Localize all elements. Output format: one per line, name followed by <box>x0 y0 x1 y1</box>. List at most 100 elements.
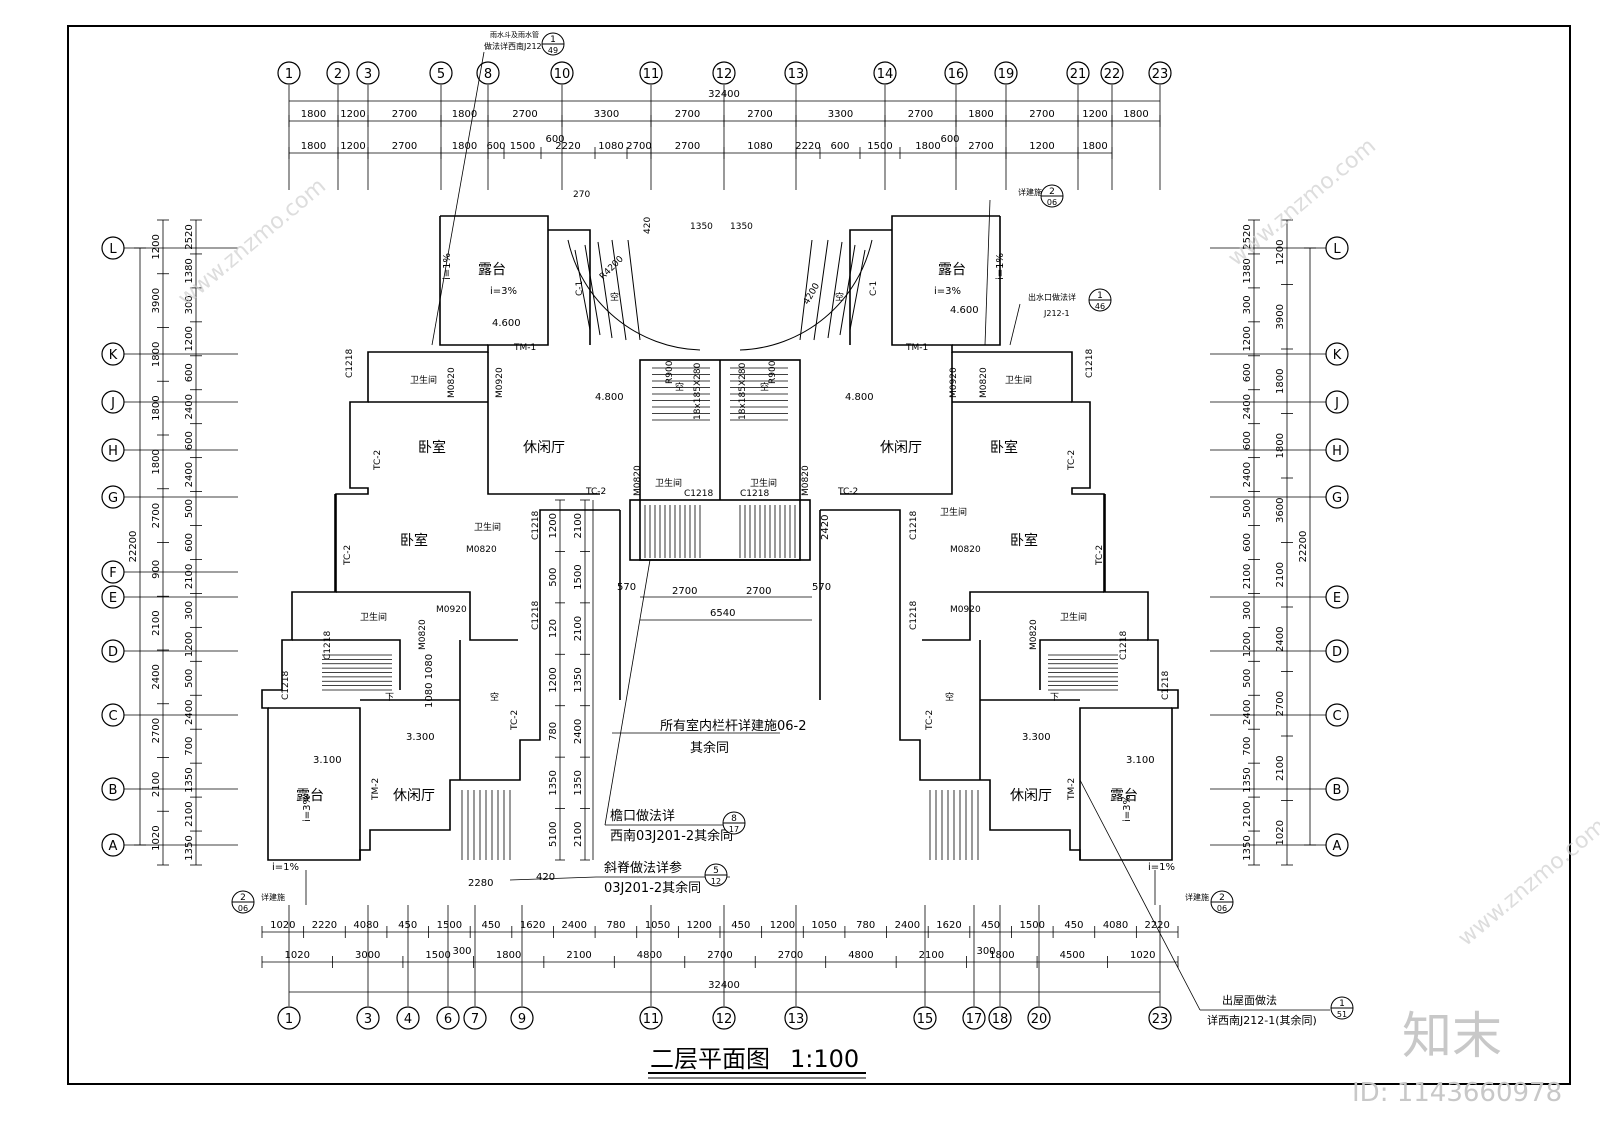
axis-top-2-label: 2 <box>334 67 342 82</box>
bedroom-label: 卧室 <box>400 532 428 549</box>
dim-top-row1: 1800 <box>452 109 477 120</box>
window-tag: TC-2 <box>343 545 353 566</box>
axis-bottom-12: 12 <box>712 1006 736 1030</box>
window-tag: C1218 <box>323 631 333 660</box>
down-label: 下 <box>1050 693 1059 703</box>
stair-step-note: 18x185X280 <box>738 362 748 420</box>
axis-left-B-label: B <box>109 783 118 798</box>
axis-bottom-23: 23 <box>1148 1006 1172 1030</box>
axis-left-D: D <box>101 639 125 663</box>
dim-top-row2: 1500 <box>510 141 535 152</box>
dim-top-row2: 2700 <box>968 141 993 152</box>
dim-left-inner: 600 <box>184 363 195 382</box>
dim-total: 32400 <box>708 980 740 991</box>
axis-top-5: 5 <box>429 61 453 85</box>
detail-note: 详建施 <box>261 892 285 902</box>
dim-bottom-row1: 1020 <box>270 920 295 931</box>
axis-top-23-label: 23 <box>1152 67 1169 82</box>
door-tag: M0820 <box>447 367 457 398</box>
roof-note: 出屋面做法 <box>1222 993 1277 1007</box>
stair-width: 1350 <box>730 222 753 232</box>
dim-bottom-row1: 450 <box>398 920 417 931</box>
dim-left-outer: 2700 <box>151 503 162 528</box>
dim-text: 2280 <box>468 878 493 889</box>
dim-center-v: 2100 <box>573 616 584 641</box>
dim-left-inner: 300 <box>184 601 195 620</box>
dim-right-inner: 1200 <box>1242 326 1253 351</box>
axis-left-K-label: K <box>109 348 118 363</box>
dim-bottom-row2: 1500 <box>425 950 450 961</box>
axis-left-F: F <box>101 560 125 584</box>
dim-bottom-row2: 1020 <box>285 950 310 961</box>
dim-top-row1: 2700 <box>675 109 700 120</box>
callout-detail: 146 <box>1088 288 1112 312</box>
dim-left-inner: 500 <box>184 499 195 518</box>
outlet-note-2: J212-1 <box>1043 309 1070 318</box>
axis-bottom-3-label: 3 <box>364 1012 372 1027</box>
axis-left-A-label: A <box>109 839 118 854</box>
window-tag: TC-2 <box>925 710 935 731</box>
void-label: 空 <box>675 381 684 393</box>
door-tag: TM-1 <box>513 343 536 353</box>
axis-top-16: 16 <box>944 61 968 85</box>
dim-left-outer: 2100 <box>151 610 162 635</box>
axis-right-H: H <box>1325 438 1349 462</box>
axis-right-E: E <box>1325 585 1349 609</box>
dim-left-inner: 600 <box>184 431 195 450</box>
dim-text: 570 <box>617 582 636 593</box>
axis-right-K-label: K <box>1333 348 1342 363</box>
axis-bottom-11-label: 11 <box>643 1012 660 1027</box>
drawing-scale: 1:100 <box>790 1045 859 1073</box>
detail-note: 详建施 <box>1185 892 1209 902</box>
dim-right-inner: 700 <box>1242 737 1253 756</box>
axis-bottom-1-label: 1 <box>285 1012 293 1027</box>
down-label: 下 <box>385 693 394 703</box>
dim-right-outer: 2100 <box>1275 756 1286 781</box>
lounge-label: 休闲厅 <box>523 440 565 456</box>
slope-mark: i=3% <box>1122 795 1133 822</box>
axis-left-H-label: H <box>108 444 118 459</box>
door-tag: M0920 <box>950 605 981 615</box>
opening-tags: C1218 C1218 M0820 M0920 M0920 M0820 TC-2… <box>281 281 1171 801</box>
dim-bottom-row1: 1200 <box>686 920 711 931</box>
window-tag: C1218 <box>909 511 919 540</box>
window-tag: C-1 <box>575 281 585 296</box>
dim-left-outer: 1020 <box>151 825 162 850</box>
dim-bottom-300: 300 <box>976 946 995 957</box>
dim-bottom-row2: 1020 <box>1130 950 1155 961</box>
axis-left-J: J <box>101 390 125 414</box>
dim-top-row2: 600 <box>486 141 505 152</box>
axis-top-22-label: 22 <box>1104 67 1121 82</box>
dim-left-outer: 2100 <box>151 772 162 797</box>
axis-bottom-20: 20 <box>1027 1006 1051 1030</box>
dim-left-total: 22200 <box>128 531 139 563</box>
dim-right-outer: 1020 <box>1275 820 1286 845</box>
stair-width: 270 <box>573 190 590 200</box>
stair-treads <box>322 367 1118 860</box>
bedroom-label: 卧室 <box>990 439 1018 456</box>
stair-radius: R900 <box>665 360 675 384</box>
axis-bottom-4-label: 4 <box>404 1012 412 1027</box>
stair-curves <box>567 239 873 351</box>
axis-bottom-15-label: 15 <box>917 1012 934 1027</box>
axis-bottom-7: 7 <box>463 1006 487 1030</box>
stair-width: 420 <box>643 217 653 234</box>
callout-detail-num: 1 <box>1097 291 1103 301</box>
callout-detail-num: 8 <box>731 814 737 824</box>
void-label: 空 <box>835 291 844 303</box>
window-tag: C-1 <box>869 281 879 296</box>
dim-bottom-row2: 1800 <box>496 950 521 961</box>
dim-left-outer: 1200 <box>151 234 162 259</box>
axis-left-K: K <box>101 342 125 366</box>
window-tag: C1218 <box>345 349 355 378</box>
axis-top-13: 13 <box>784 61 808 85</box>
dim-right-outer: 1200 <box>1275 240 1286 265</box>
dim-center-v-inner: 1200 <box>548 667 559 692</box>
axis-right-L: L <box>1325 236 1349 260</box>
window-tag: TC-2 <box>510 710 520 731</box>
small-room-labels: 卫生间 卫生间 卫生间 卫生间 卫生间 卫生间 卫生间 卫生间 空 空 空 空 … <box>360 291 1087 703</box>
axis-left-L-label: L <box>109 242 117 257</box>
dim-center-v: 2100 <box>573 822 584 847</box>
